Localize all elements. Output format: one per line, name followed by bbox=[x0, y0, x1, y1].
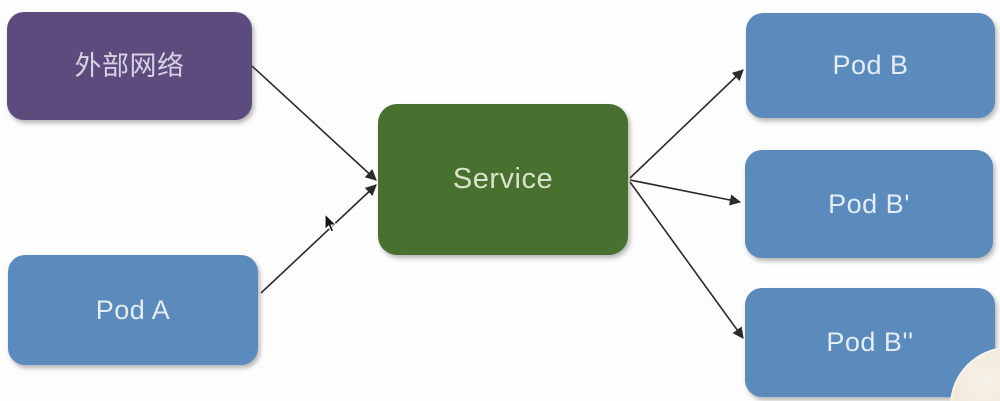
node-pod-a: Pod A bbox=[8, 255, 258, 365]
node-service-label: Service bbox=[452, 163, 554, 195]
edge-external-network-to-service bbox=[251, 65, 377, 181]
node-pod-a-label: Pod A bbox=[95, 294, 171, 325]
edge-service-to-pod-b bbox=[629, 69, 744, 179]
node-pod-b-double-prime-label: Pod B'' bbox=[826, 327, 914, 357]
node-service: Service bbox=[378, 104, 628, 255]
node-pod-b-prime-label: Pod B' bbox=[828, 188, 910, 219]
edge-service-to-pod-b-double-prime bbox=[629, 181, 744, 339]
node-external-network-label: 外部网络 bbox=[74, 50, 185, 81]
node-pod-b-prime: Pod B' bbox=[745, 150, 993, 258]
edge-service-to-pod-b-prime bbox=[629, 179, 742, 206]
node-external-network: 外部网络 bbox=[7, 12, 252, 120]
edge-pod-a-to-service bbox=[260, 184, 377, 294]
node-pod-b-label: Pod B bbox=[832, 50, 909, 80]
node-pod-b: Pod B bbox=[746, 13, 995, 118]
node-pod-b-double-prime: Pod B'' bbox=[745, 288, 995, 397]
